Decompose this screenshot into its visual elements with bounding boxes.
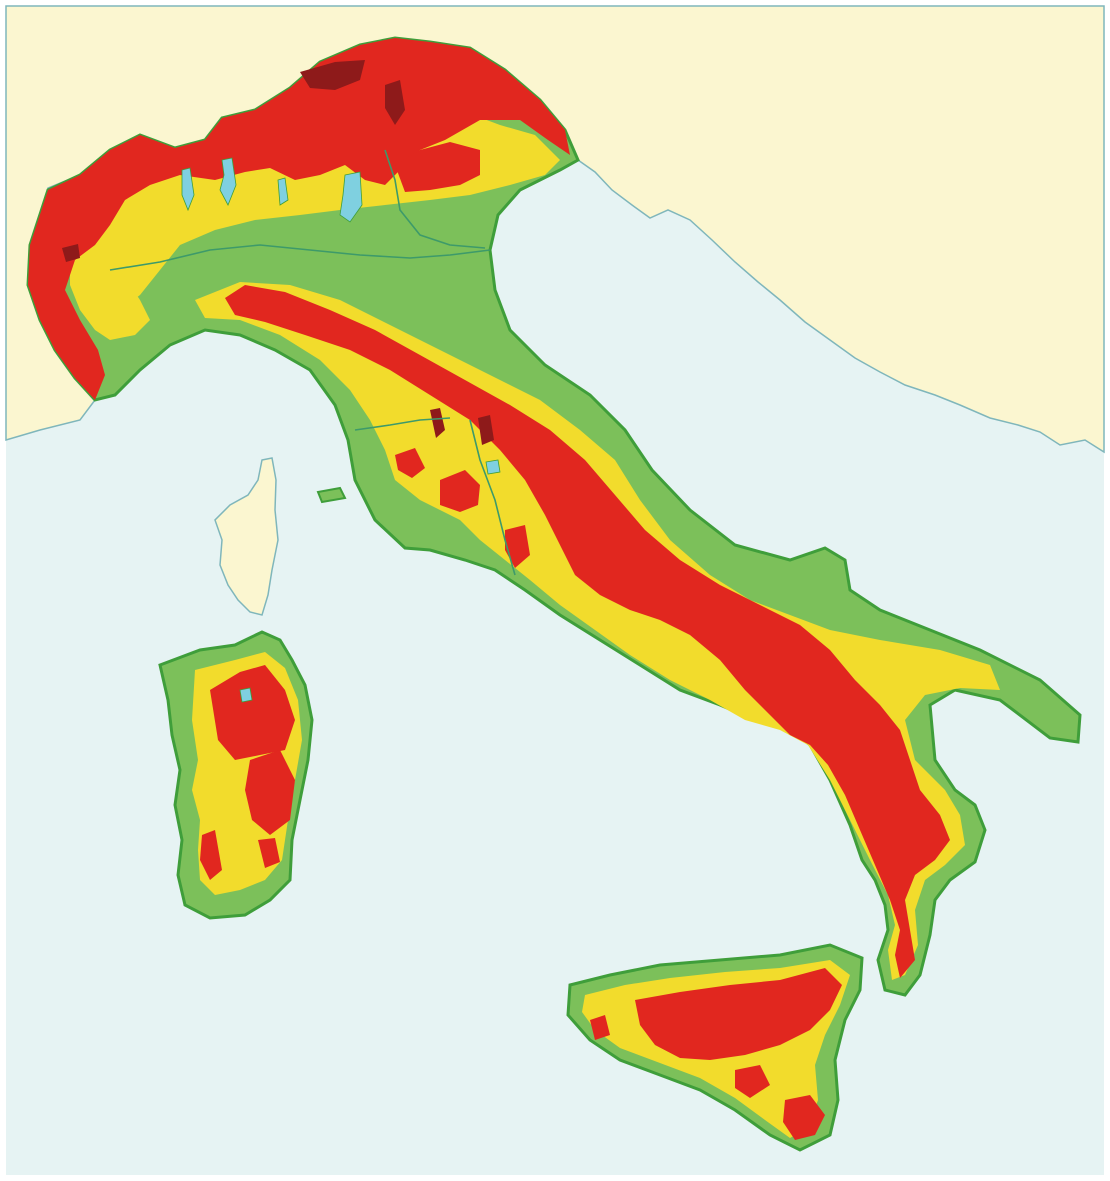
sicily-mountain-band [783, 1095, 825, 1140]
high-peak [385, 80, 405, 125]
lazio-mountain-patch [505, 525, 530, 568]
western-alps-hill-band [70, 255, 150, 340]
sicily-mountain-band [590, 1015, 610, 1040]
sardinia-mountain-band [200, 830, 222, 880]
lake [339, 171, 363, 223]
high-peak [300, 60, 365, 90]
tuscany-mountain-patch [440, 470, 480, 512]
lake [181, 167, 195, 212]
river [469, 419, 516, 576]
river-po [109, 244, 491, 271]
corsica-island [214, 457, 279, 616]
lake [219, 157, 237, 206]
tuscany-mountain-patch [395, 448, 425, 478]
lake [485, 459, 501, 475]
high-peak [430, 408, 445, 438]
sicily-mountain-band [735, 1065, 770, 1098]
sardinia-mountain-band [258, 838, 280, 868]
elba-island [316, 486, 347, 504]
alps-mountain-band [28, 38, 570, 400]
sicily-mountain-band [635, 968, 842, 1060]
sardinia-mountain-band [210, 665, 295, 760]
river [384, 149, 486, 249]
apennine-mountain-band [225, 285, 950, 978]
eastern-alps-mountain-band [395, 142, 480, 192]
sardinia-mountain-band [245, 750, 295, 835]
river [354, 417, 451, 431]
lake [277, 177, 289, 206]
high-peak [62, 244, 80, 262]
lake [239, 687, 253, 703]
high-peak [478, 415, 494, 445]
